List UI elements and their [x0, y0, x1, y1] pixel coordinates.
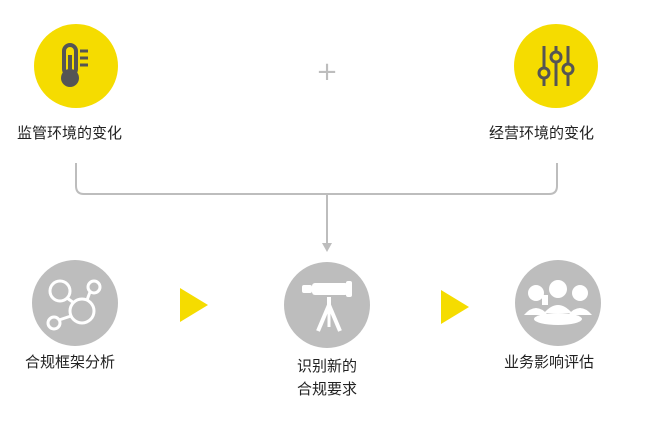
new-requirements-label-line1: 识别新的 — [296, 357, 357, 375]
new-requirements-label-line2: 合规要求 — [296, 380, 357, 398]
business-impact-label: 业务影响评估 — [504, 353, 595, 371]
business-environment-label: 经营环境的变化 — [489, 124, 595, 142]
new-requirements-circle — [284, 262, 370, 348]
compliance-framework-circle — [32, 260, 118, 346]
regulatory-environment-circle — [34, 24, 118, 108]
sliders-icon — [537, 46, 575, 86]
down-arrow-head — [322, 243, 332, 252]
flow-arrow-left — [180, 288, 208, 322]
business-impact-circle — [515, 260, 601, 346]
business-environment-circle — [514, 24, 598, 108]
telescope-icon — [302, 281, 352, 332]
flow-arrow-right — [441, 290, 469, 324]
network-nodes-icon — [46, 279, 102, 331]
plus-sign: + — [316, 57, 338, 87]
bracket-line — [75, 163, 558, 195]
compliance-framework-label: 合规框架分析 — [25, 353, 116, 371]
thermometer-icon — [61, 43, 88, 87]
people-group-icon — [524, 280, 592, 325]
regulatory-environment-label: 监管环境的变化 — [17, 124, 123, 142]
